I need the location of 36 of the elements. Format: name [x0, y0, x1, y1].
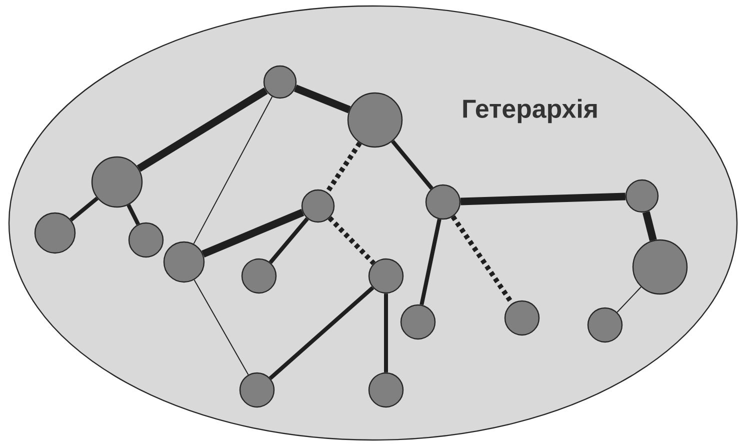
connector-line	[325, 142, 362, 194]
connector-line	[420, 218, 442, 306]
circle-node	[301, 189, 335, 223]
connector-line	[194, 279, 249, 376]
connector-line	[642, 211, 657, 242]
connector-line	[328, 216, 376, 266]
connector-line	[126, 204, 140, 226]
connector-line	[268, 217, 309, 264]
connector-line	[202, 208, 304, 258]
circle-node	[263, 65, 297, 99]
circle-node	[128, 222, 164, 258]
circle-node	[425, 184, 461, 220]
circle-node	[625, 179, 659, 213]
circle-node	[632, 239, 688, 295]
circle-node	[504, 300, 540, 336]
circle-node	[91, 156, 143, 208]
circle-node	[163, 241, 205, 283]
circle-node	[368, 372, 404, 408]
connector-line	[616, 286, 642, 313]
heading: Гетерархія	[463, 98, 597, 124]
circle-node	[241, 258, 277, 294]
connector-line	[460, 192, 626, 206]
connector-line	[391, 140, 434, 190]
connector-line	[384, 294, 388, 372]
circle-node	[587, 307, 623, 343]
circle-node	[368, 258, 404, 294]
connector-line	[70, 196, 98, 222]
circle-node	[400, 304, 436, 340]
connector-line	[294, 84, 351, 114]
circle-node	[34, 212, 76, 254]
circle-node	[239, 372, 275, 408]
connector-line	[193, 96, 273, 244]
connector-line	[268, 286, 374, 380]
connector-line	[136, 87, 268, 172]
connector-line	[450, 215, 514, 305]
circle-node	[347, 92, 403, 148]
